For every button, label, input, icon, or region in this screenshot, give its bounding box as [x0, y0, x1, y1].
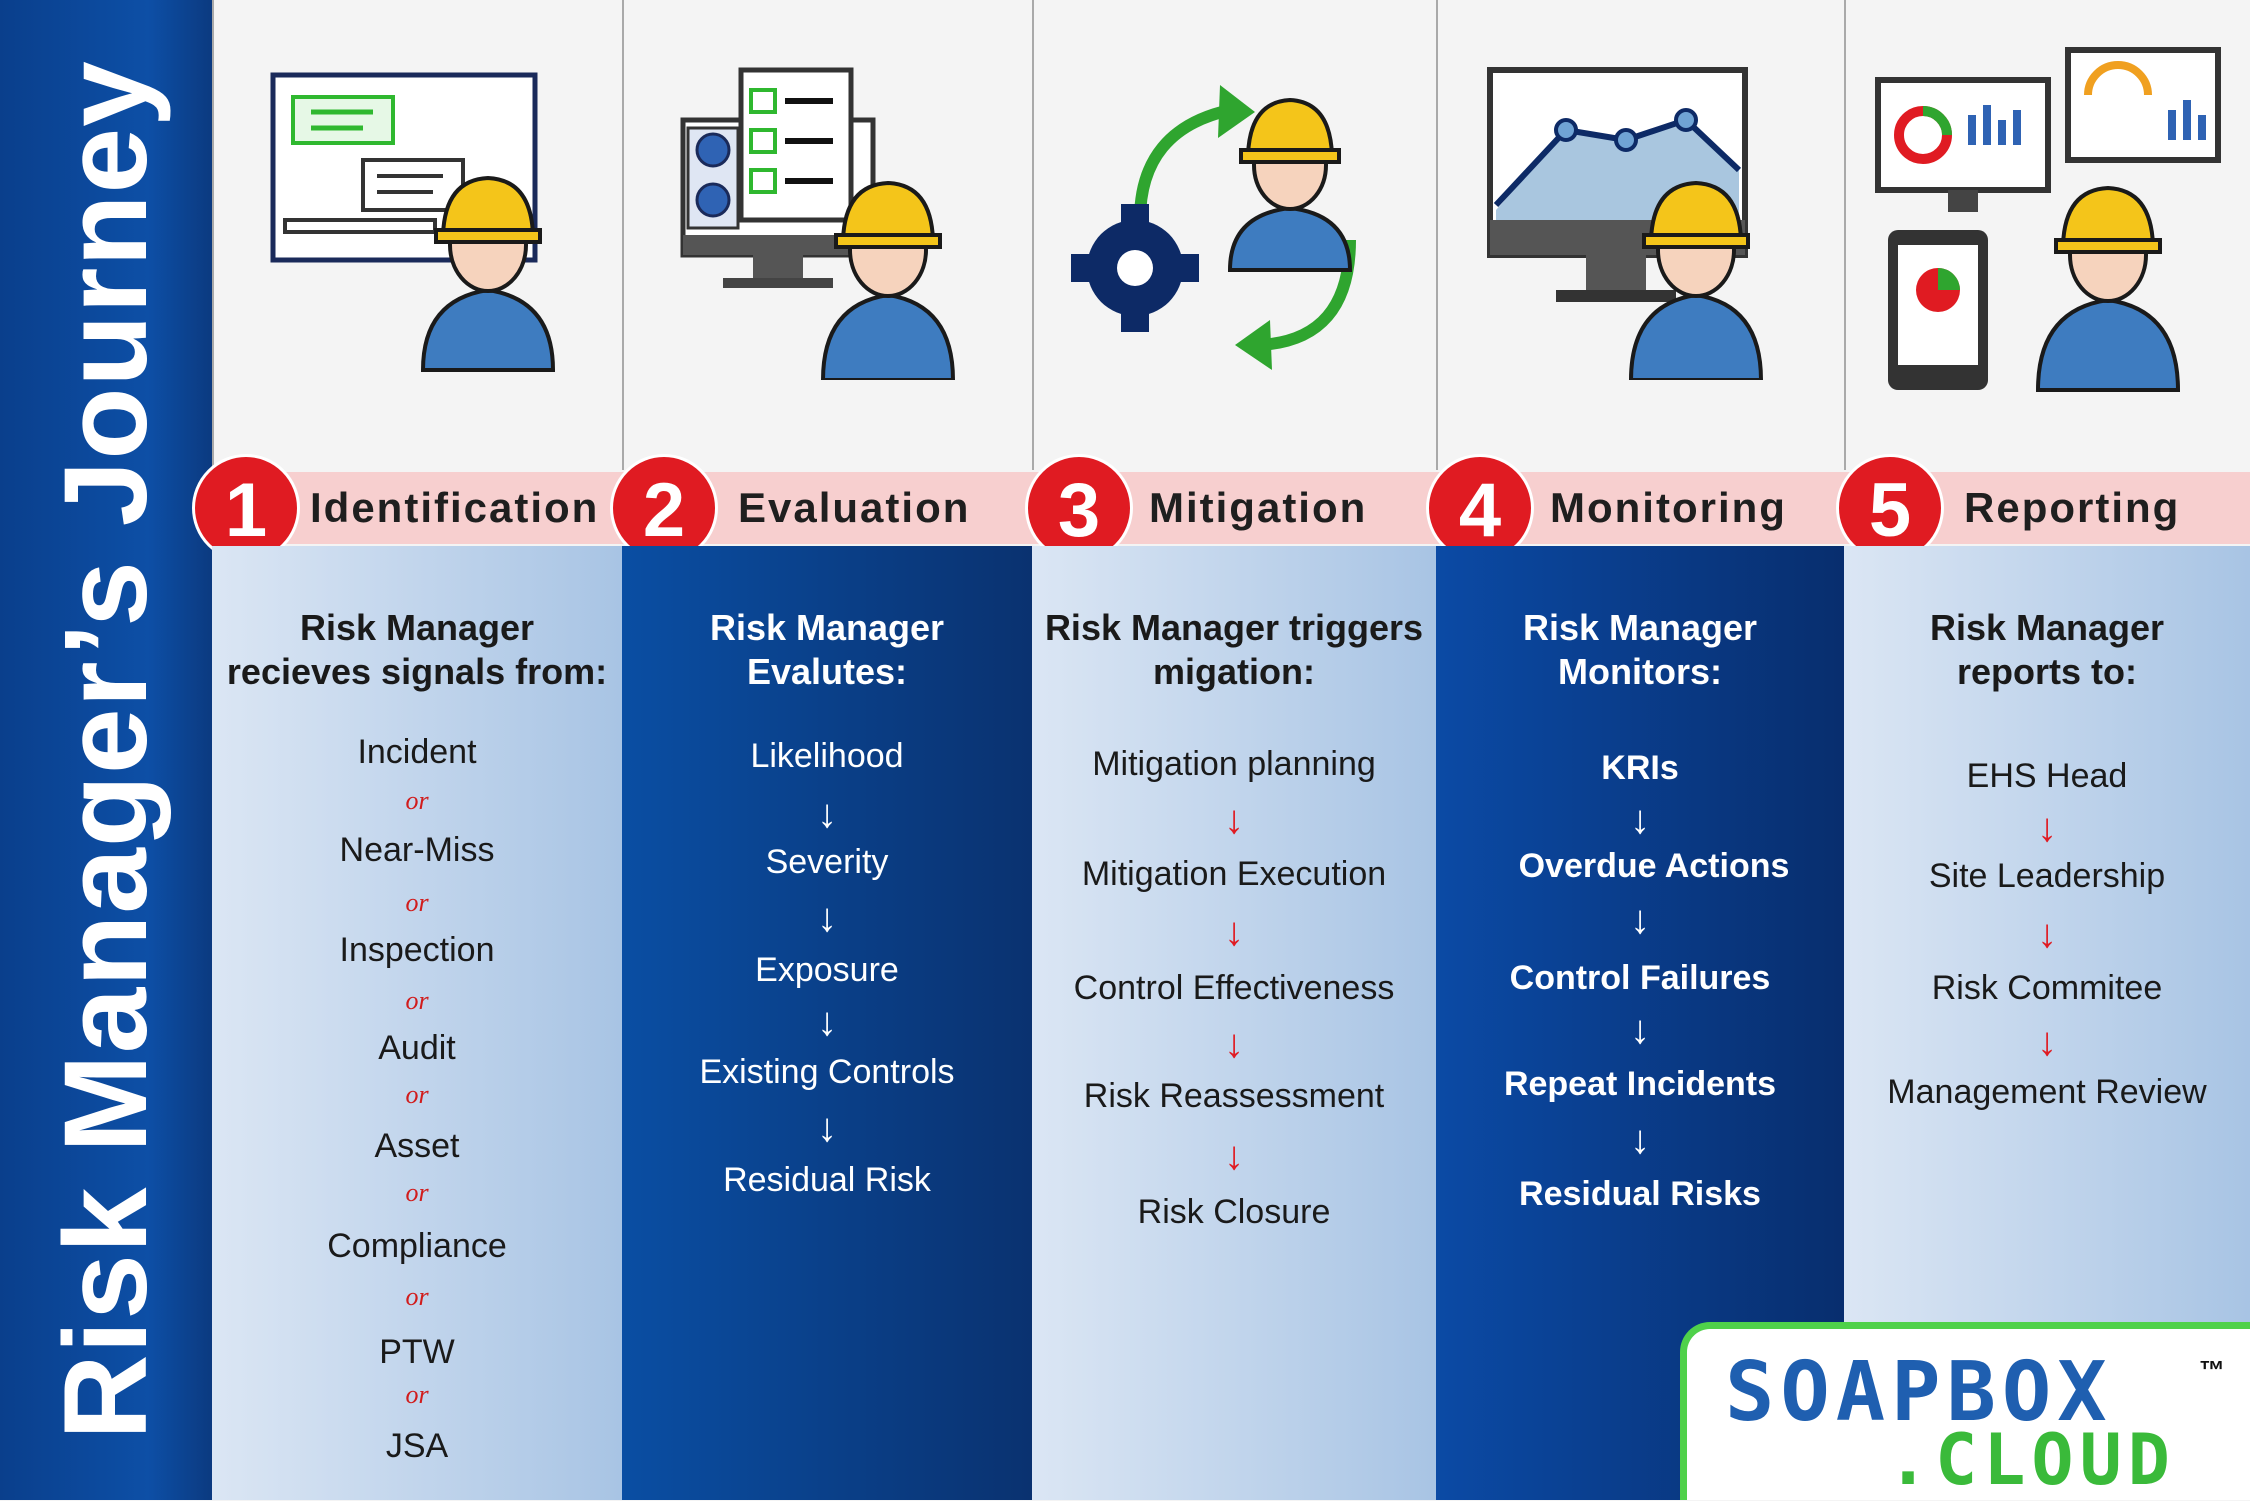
- step-reporting: 5 Reporting: [1836, 454, 2250, 564]
- icon-panel-mitigation: [1032, 0, 1436, 470]
- list-item: Near-Miss: [339, 831, 495, 869]
- list-item: Severity: [765, 843, 889, 881]
- or-connector: or: [405, 888, 429, 917]
- list-item: Risk Commitee: [1931, 969, 2163, 1007]
- list-item: Inspection: [339, 931, 495, 969]
- icon-panel-identification: [212, 0, 622, 470]
- list-item: Risk Reassessment: [1083, 1077, 1385, 1115]
- list-item: Likelihood: [750, 737, 904, 775]
- or-connector: or: [405, 986, 429, 1015]
- list-item: Overdue Actions: [1518, 847, 1790, 885]
- column-heading: Risk Manager Evalutes:: [709, 607, 945, 692]
- down-arrow-icon: ↓: [817, 792, 837, 836]
- step-label: Monitoring: [1550, 484, 1787, 531]
- engineer-with-reports-icon: [1875, 47, 2221, 392]
- list-item: Site Leadership: [1928, 857, 2166, 895]
- page-title: Risk Manager’s Journey: [40, 60, 172, 1440]
- list-item: Exposure: [755, 951, 899, 989]
- down-arrow-icon: ↓: [1630, 898, 1650, 942]
- column-monitoring: Risk Manager Monitors: KRIs ↓ Overdue Ac…: [1436, 546, 1844, 1500]
- list-item: Residual Risks: [1519, 1175, 1761, 1213]
- list-item: Asset: [374, 1127, 460, 1165]
- step-number-badge: 1: [192, 454, 300, 562]
- down-arrow-icon: ↓: [1630, 1118, 1650, 1162]
- column-heading: Risk Manager triggers migation:: [1044, 607, 1424, 692]
- list-item: Control Failures: [1509, 959, 1771, 997]
- column-heading: Risk Manager recieves signals from:: [226, 607, 608, 692]
- list-item: Risk Closure: [1137, 1193, 1331, 1231]
- or-connector: or: [405, 786, 429, 815]
- down-arrow-icon: ↓: [1224, 1134, 1244, 1178]
- down-arrow-icon: ↓: [1224, 910, 1244, 954]
- step-label: Evaluation: [738, 484, 971, 531]
- column-mitigation: Risk Manager triggers migation: Mitigati…: [1032, 546, 1436, 1500]
- list-item: Control Effectiveness: [1073, 969, 1395, 1007]
- column-heading: Risk Manager Monitors:: [1522, 607, 1758, 692]
- icon-panel-reporting: [1844, 0, 2250, 470]
- icon-panel-monitoring: [1436, 0, 1844, 470]
- down-arrow-icon: ↓: [1630, 1008, 1650, 1052]
- list-item: Management Review: [1887, 1073, 2207, 1111]
- column-identification: Risk Manager recieves signals from: Inci…: [212, 546, 622, 1500]
- list-item: EHS Head: [1966, 757, 2128, 795]
- down-arrow-icon: ↓: [817, 896, 837, 940]
- step-label: Identification: [310, 484, 600, 531]
- list-item: PTW: [379, 1333, 455, 1371]
- list-item: Mitigation Execution: [1081, 855, 1387, 893]
- or-connector: or: [405, 1282, 429, 1311]
- step-label: Mitigation: [1149, 484, 1368, 531]
- list-item: Compliance: [327, 1227, 507, 1265]
- engineer-with-dashboard-icon: [1487, 67, 1764, 380]
- down-arrow-icon: ↓: [817, 1106, 837, 1150]
- step-identification: 1 Identification: [192, 454, 622, 564]
- list-item: Mitigation planning: [1092, 745, 1376, 783]
- or-connector: or: [405, 1380, 429, 1409]
- trademark-symbol: ™: [2199, 1355, 2225, 1385]
- engineer-at-whiteboard-icon: [270, 72, 556, 372]
- or-connector: or: [405, 1178, 429, 1207]
- icon-panel-evaluation: [622, 0, 1032, 470]
- list-item: KRIs: [1601, 749, 1679, 787]
- down-arrow-icon: ↓: [817, 1000, 837, 1044]
- down-arrow-icon: ↓: [1630, 798, 1650, 842]
- engineer-with-checklist-icon: [680, 67, 956, 380]
- sidebar: Risk Manager’s Journey: [0, 0, 212, 1500]
- down-arrow-icon: ↓: [2037, 806, 2057, 850]
- step-number-badge: 5: [1836, 454, 1944, 562]
- logo-wordmark: SOAPBOX: [1725, 1345, 2113, 1440]
- down-arrow-icon: ↓: [2037, 912, 2057, 956]
- step-label: Reporting: [1964, 484, 2181, 531]
- list-item: JSA: [385, 1427, 449, 1465]
- logo-domain: .CLOUD: [1887, 1419, 2176, 1501]
- list-item: Incident: [357, 733, 477, 771]
- down-arrow-icon: ↓: [2037, 1020, 2057, 1064]
- soapbox-cloud-logo: SOAPBOX ™ .CLOUD: [1680, 1322, 2250, 1501]
- list-item: Audit: [378, 1029, 456, 1067]
- column-evaluation: Risk Manager Evalutes: Likelihood ↓ Seve…: [622, 546, 1032, 1500]
- down-arrow-icon: ↓: [1224, 1022, 1244, 1066]
- engineer-with-gear-cycle-icon: [1071, 85, 1356, 370]
- step-monitoring: 4 Monitoring: [1426, 454, 1846, 564]
- down-arrow-icon: ↓: [1224, 798, 1244, 842]
- column-heading: Risk Manager reports to:: [1929, 607, 2165, 692]
- step-number-badge: 3: [1025, 454, 1133, 562]
- or-connector: or: [405, 1080, 429, 1109]
- step-mitigation: 3 Mitigation: [1025, 454, 1445, 564]
- list-item: Residual Risk: [723, 1161, 931, 1199]
- list-item: Repeat Incidents: [1503, 1065, 1777, 1103]
- list-item: Existing Controls: [699, 1053, 955, 1091]
